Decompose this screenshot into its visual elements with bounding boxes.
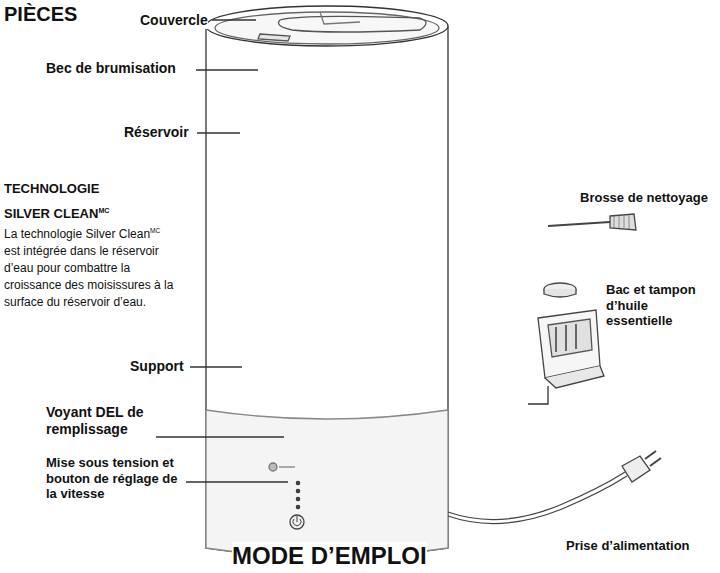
part-label: Réservoir	[124, 124, 189, 141]
trademark-mark: MC	[98, 207, 109, 215]
part-label: Prise d’alimentation	[566, 538, 690, 554]
part-label: Voyant DEL de remplissage	[46, 404, 156, 438]
part-label: Mise sous tension et bouton de réglage d…	[46, 455, 186, 502]
part-label: Couvercle	[140, 12, 208, 29]
section-title: PIÈCES	[4, 2, 77, 26]
note-text: TECHNOLOGIE SILVER CLEAN	[4, 181, 99, 221]
section-heading: MODE D’EMPLOI	[232, 542, 427, 571]
note-text: est intégrée dans le réservoir d’eau pou…	[4, 244, 173, 309]
part-label: Brosse de nettoyage	[580, 190, 708, 206]
technology-heading: TECHNOLOGIE SILVER CLEANMC	[4, 178, 122, 225]
part-label: Support	[130, 358, 184, 375]
technology-note: La technologie Silver CleanMC est intégr…	[4, 222, 176, 311]
note-text: La technologie Silver Clean	[4, 227, 150, 241]
trademark-mark: MC	[150, 227, 160, 234]
part-label: Bac et tampon d’huile essentielle	[606, 282, 716, 329]
part-label: Bec de brumisation	[46, 60, 176, 77]
